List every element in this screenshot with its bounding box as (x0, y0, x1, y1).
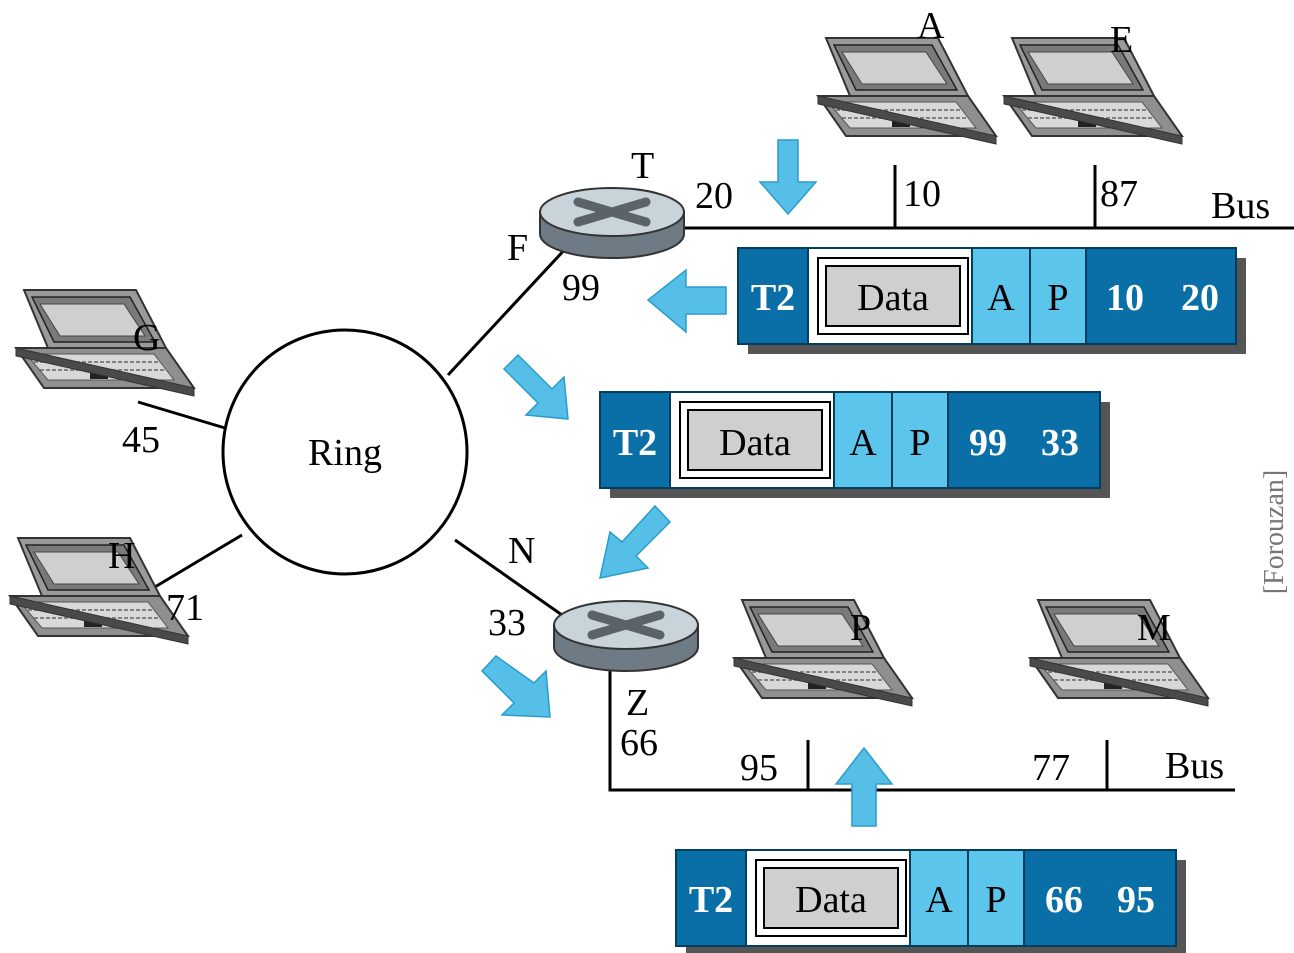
host-h-name: H (108, 535, 135, 577)
source-note: [Forouzan] (1259, 470, 1290, 594)
ring-network (221, 328, 469, 576)
bus-bottom-line (608, 665, 1235, 792)
frame-data: Data (719, 422, 791, 464)
router-top-bus-port: 20 (695, 175, 733, 217)
router-bottom-icon[interactable] (554, 601, 698, 671)
host-p-name: P (850, 607, 871, 649)
frame-trailer: T2 (751, 277, 795, 319)
frame-data: Data (857, 277, 929, 319)
host-g-name: G (133, 317, 160, 359)
host-e-addr: 87 (1100, 173, 1138, 215)
router-top-ring-port: F (507, 227, 528, 269)
bus-bottom-label: Bus (1165, 745, 1224, 787)
link-ring-router-top (446, 244, 570, 377)
laptop-icon[interactable] (733, 599, 913, 707)
laptop-icon[interactable] (9, 537, 189, 645)
arrow-down-right-icon (480, 655, 551, 718)
frame-trailer: T2 (613, 422, 657, 464)
frame-src-addr: 33 (1041, 422, 1079, 464)
laptop-icon[interactable] (817, 37, 997, 145)
host-p-addr: 95 (740, 747, 778, 789)
arrow-up-icon (834, 746, 894, 827)
frame-dst-addr: 99 (969, 422, 1007, 464)
host-m-name: M (1137, 607, 1171, 649)
laptop-icon[interactable] (1003, 37, 1183, 145)
ring-label: Ring (308, 432, 382, 474)
frame-data: Data (795, 879, 867, 921)
router-bottom-bus-addr: 66 (620, 722, 658, 764)
arrow-left-icon (646, 268, 727, 334)
frame-header-a: A (849, 422, 877, 464)
frame-bus-top: T2 Data A P 10 20 (737, 247, 1246, 354)
host-a-name: A (917, 5, 945, 47)
link-ring-router-bottom (454, 538, 563, 617)
bus-top-label: Bus (1211, 185, 1270, 227)
frame-header-a: A (925, 879, 953, 921)
frame-trailer: T2 (689, 879, 733, 921)
host-m-addr: 77 (1032, 747, 1070, 789)
frame-bus-bottom: T2 Data A P 66 95 (675, 849, 1186, 953)
frame-dst-addr: 10 (1106, 277, 1144, 319)
host-h-addr: 71 (166, 587, 204, 629)
frame-header-p: P (909, 422, 930, 464)
frame-header-p: P (985, 879, 1006, 921)
router-top-ring-addr: 99 (562, 267, 600, 309)
frame-ring: T2 Data A P 99 33 (599, 391, 1110, 498)
laptop-icon[interactable] (15, 289, 195, 397)
laptop-icon[interactable] (1029, 599, 1209, 707)
frame-header-a: A (987, 277, 1015, 319)
router-bottom-name: N (508, 530, 535, 572)
arrow-down-right-icon (502, 353, 569, 420)
frame-src-addr: 20 (1181, 277, 1219, 319)
frame-src-addr: 95 (1117, 879, 1155, 921)
arrow-down-left-icon (599, 504, 672, 579)
router-top-name: T (631, 145, 654, 187)
frame-dst-addr: 66 (1045, 879, 1083, 921)
host-a-addr: 10 (903, 173, 941, 215)
host-e-name: E (1110, 19, 1133, 61)
frame-header-p: P (1047, 277, 1068, 319)
router-top-icon[interactable] (540, 188, 684, 258)
link-ring-g (137, 400, 226, 430)
router-bottom-bus-port: Z (626, 682, 649, 724)
router-bottom-ring-addr: 33 (488, 602, 526, 644)
host-g-addr: 45 (122, 419, 160, 461)
arrow-down-icon (758, 139, 818, 216)
